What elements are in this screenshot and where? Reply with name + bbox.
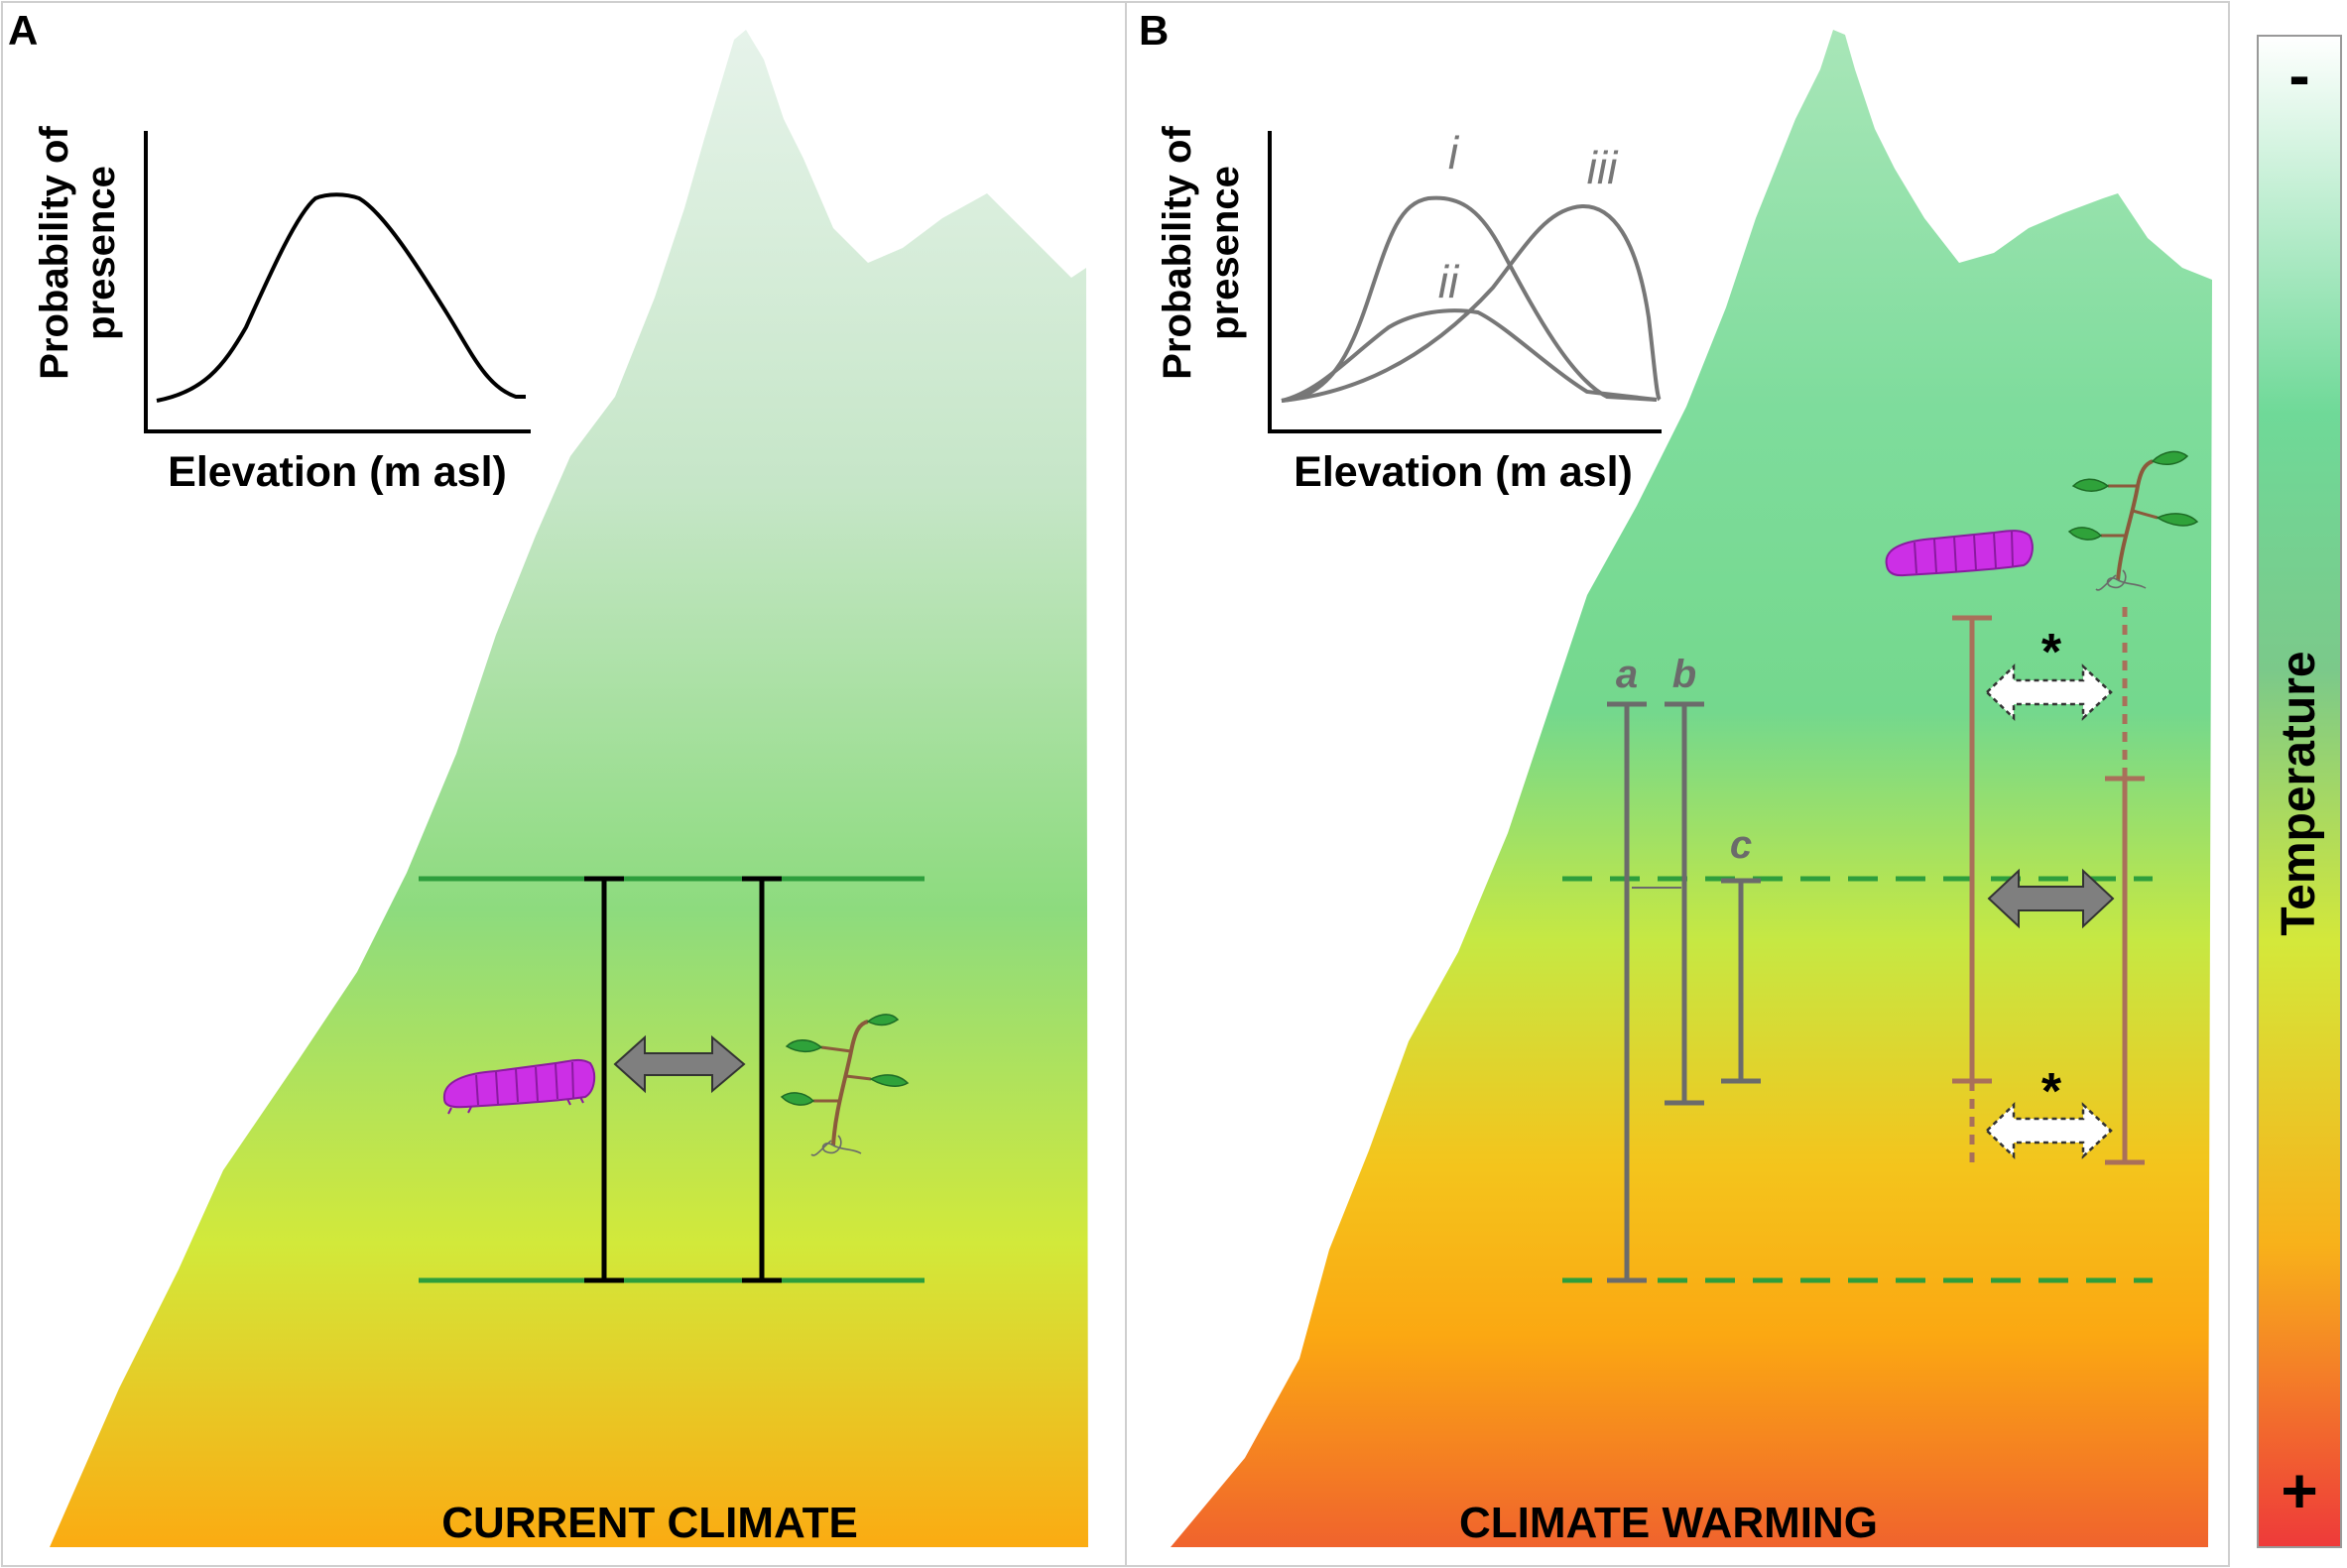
asterisk-lower: * — [2041, 1063, 2062, 1121]
panel-b-caption: CLIMATE WARMING — [1459, 1499, 1878, 1547]
range-bar-a — [1607, 701, 1647, 1283]
inset-b-ylabel-line1: Probability of — [1156, 126, 1199, 380]
asterisk-upper: * — [2041, 624, 2062, 681]
inset-b-curve-ii — [1281, 308, 1658, 403]
interaction-arrow-b — [1987, 868, 2115, 929]
inset-a-ylabel-line2: presence — [79, 166, 123, 340]
panel-b-frame — [1125, 1, 2230, 1567]
inset-a-curve — [156, 192, 526, 403]
inset-b: i ii iii Probability of presence Elevati… — [1156, 126, 1662, 496]
lost-interaction-arrow-upper — [1985, 663, 2113, 721]
inset-b-curve-label-ii: ii — [1438, 256, 1460, 307]
larva-icon-b — [1885, 530, 2034, 577]
inset-b-ylabel-line2: presence — [1203, 166, 1247, 340]
temperature-scale-title: Temperature — [2273, 651, 2325, 935]
inset-b-curve-label-i: i — [1448, 127, 1460, 179]
range-label-c: c — [1730, 823, 1752, 867]
plant-range-bar-a — [742, 876, 782, 1283]
larva-range-bar-a — [584, 876, 624, 1283]
mountain-a — [50, 30, 1088, 1547]
inset-b-curve-i — [1281, 195, 1658, 403]
inset-a-xlabel: Elevation (m asl) — [168, 448, 507, 496]
range-bar-b — [1665, 701, 1704, 1106]
inset-a: Probability of presence Elevation (m asl… — [33, 126, 531, 496]
inset-b-curve-iii — [1281, 203, 1662, 403]
panel-b-letter: B — [1139, 7, 1169, 54]
plant-range-bar-b — [2105, 607, 2145, 1165]
plant-icon-b — [2067, 450, 2199, 591]
range-label-a: a — [1616, 653, 1638, 696]
inset-b-curve-label-iii: iii — [1587, 142, 1619, 193]
temperature-scale-bottom-symbol: + — [2281, 1455, 2317, 1526]
inset-b-axes — [1268, 131, 1662, 433]
panel-a-caption: CURRENT CLIMATE — [441, 1499, 858, 1547]
larva-range-bar-b — [1952, 615, 1992, 1165]
panel-a-letter: A — [8, 7, 38, 54]
inset-a-ylabel-line1: Probability of — [33, 126, 76, 380]
mountain-b — [1171, 30, 2212, 1547]
plant-icon-a — [780, 1014, 910, 1156]
larva-icon-a — [442, 1058, 596, 1115]
temperature-scale-top-symbol: - — [2288, 40, 2309, 111]
lost-interaction-arrow-lower — [1985, 1102, 2113, 1159]
range-bar-c — [1721, 878, 1761, 1084]
interaction-arrow-a — [613, 1034, 746, 1094]
inset-b-xlabel: Elevation (m asl) — [1294, 448, 1633, 496]
temperature-scale-bar — [2257, 35, 2342, 1548]
inset-a-axes — [144, 131, 531, 433]
range-label-b: b — [1672, 653, 1696, 696]
